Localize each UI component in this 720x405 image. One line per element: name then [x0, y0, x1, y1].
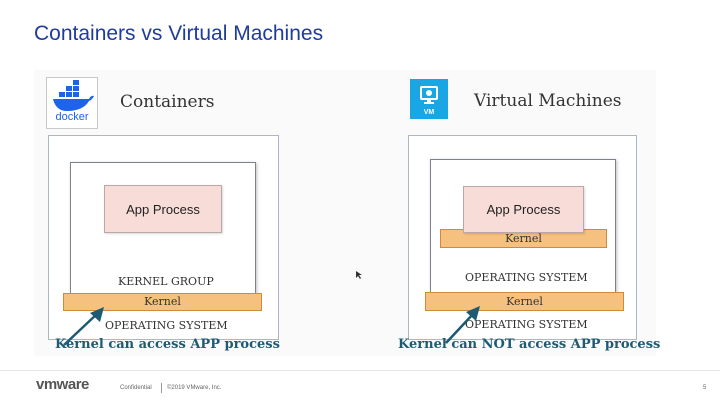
- vm-app-process: App Process: [463, 186, 584, 233]
- docker-logo: docker: [46, 77, 98, 129]
- vm-caption: Kernel can NOT access APP process: [398, 337, 661, 352]
- copyright-label: ©2019 VMware, Inc.: [167, 385, 222, 391]
- mouse-pointer-icon: [356, 271, 362, 279]
- footer-divider: [0, 370, 720, 371]
- vm-kernel-bar: Kernel: [425, 292, 624, 311]
- vm-inner-os-label: OPERATING SYSTEM: [465, 271, 588, 284]
- vm-os-label: OPERATING SYSTEM: [465, 318, 588, 331]
- slide-title: Containers vs Virtual Machines: [34, 22, 324, 45]
- containers-caption: Kernel can access APP process: [55, 337, 280, 352]
- containers-os-label: OPERATING SYSTEM: [105, 319, 228, 332]
- containers-arrow: [63, 307, 104, 346]
- vm-heading: Virtual Machines: [474, 91, 622, 111]
- footer-separator: [161, 383, 162, 393]
- kernel-group-label: KERNEL GROUP: [118, 275, 214, 288]
- vm-logo: VM: [410, 79, 448, 119]
- vm-arrow: [445, 306, 480, 344]
- vm-logo-text: VM: [423, 109, 435, 116]
- confidential-label: Confidential: [120, 385, 152, 391]
- containers-kernel-bar: Kernel: [63, 293, 262, 311]
- containers-heading: Containers: [120, 92, 215, 112]
- containers-app-process: App Process: [104, 185, 222, 233]
- page-number: 5: [703, 385, 707, 391]
- docker-logo-text: docker: [55, 111, 89, 123]
- vmware-logo: vmware: [36, 376, 89, 393]
- docker-whale-icon: [53, 80, 94, 111]
- monitor-icon: [420, 86, 438, 104]
